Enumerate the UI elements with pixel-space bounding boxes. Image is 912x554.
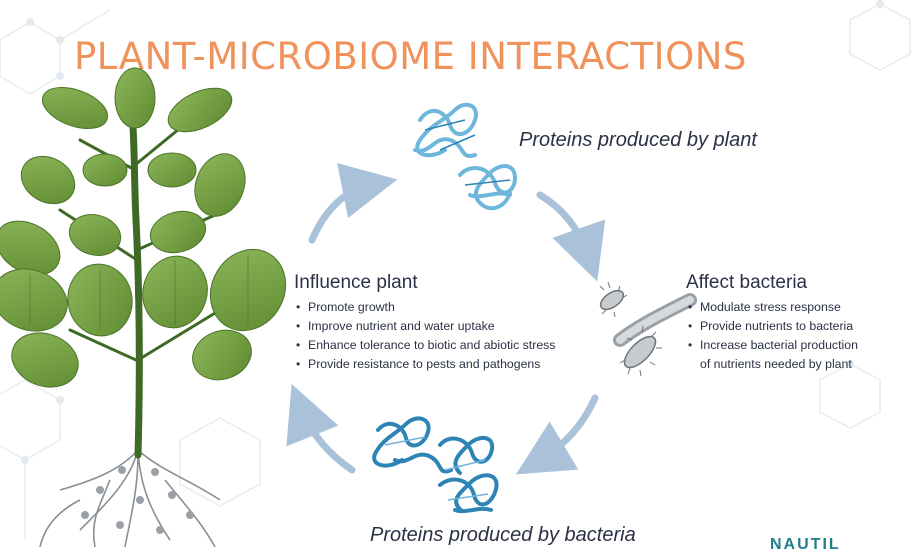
- list-item: Promote growth: [296, 298, 555, 317]
- list-item: Increase bacterial production: [688, 336, 858, 355]
- protein-icon: [372, 416, 499, 514]
- list-item: Enhance tolerance to biotic and abiotic …: [296, 336, 555, 355]
- cycle-arrow-icon: [308, 163, 398, 244]
- right-list: Modulate stress response Provide nutrien…: [688, 298, 858, 374]
- list-item: Improve nutrient and water uptake: [296, 317, 555, 336]
- protein-icon: [413, 102, 518, 211]
- bottom-label: Proteins produced by bacteria: [370, 524, 636, 546]
- brand-logo-text: NAUTIL: [770, 536, 841, 553]
- list-item: of nutrients needed by plant: [700, 357, 852, 371]
- cycle-arrow-icon: [536, 191, 606, 282]
- page-title: PLANT-MICROBIOME INTERACTIONS: [74, 34, 747, 78]
- right-heading: Affect bacteria: [686, 272, 808, 293]
- left-heading: Influence plant: [294, 272, 418, 293]
- cycle-arrow-icon: [515, 394, 599, 475]
- bacteria-flagella: [599, 281, 662, 377]
- bacteria-icon: [599, 289, 697, 369]
- left-list: Promote growth Improve nutrient and wate…: [296, 298, 555, 374]
- list-item: Provide nutrients to bacteria: [688, 317, 858, 336]
- list-item: Provide resistance to pests and pathogen…: [296, 355, 555, 374]
- list-item: Modulate stress response: [688, 298, 858, 317]
- roots: [39, 449, 221, 547]
- cycle-arrow-icon: [286, 384, 356, 474]
- top-label: Proteins produced by plant: [519, 129, 757, 151]
